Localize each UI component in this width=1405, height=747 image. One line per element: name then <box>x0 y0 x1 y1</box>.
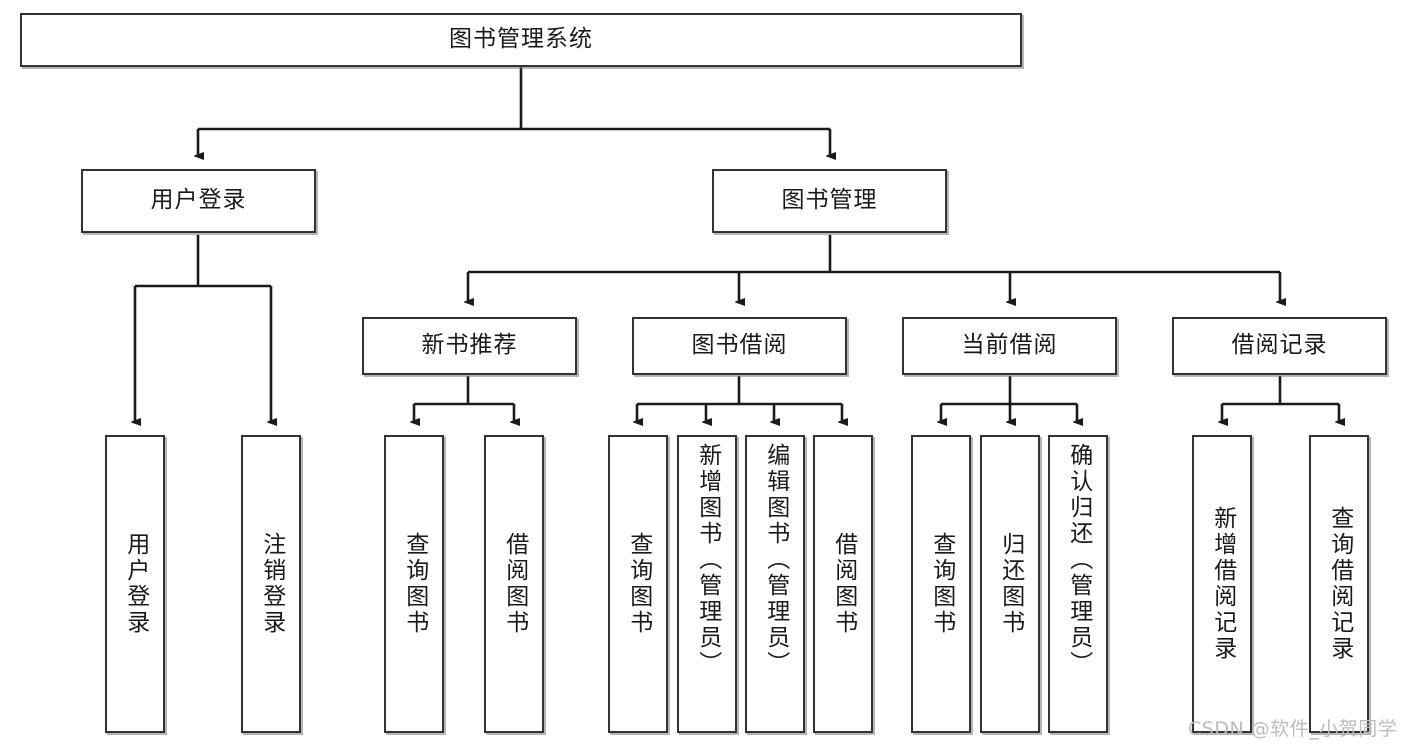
node-leaf-query-book-borrow[interactable]: 查询图书 <box>608 435 668 733</box>
node-leaf-borrow-book-recommend[interactable]: 借阅图书 <box>484 435 544 733</box>
node-label: 图书借阅 <box>691 332 788 359</box>
node-label: 用户登录 <box>122 532 149 636</box>
node-label: 确认归还（管理员） <box>1065 443 1092 677</box>
node-borrow-record[interactable]: 借阅记录 <box>1172 317 1387 375</box>
node-user-login[interactable]: 用户登录 <box>81 169 316 233</box>
node-leaf-query-book-recommend[interactable]: 查询图书 <box>384 435 444 733</box>
node-label: 查询图书 <box>401 532 428 636</box>
node-label: 查询借阅记录 <box>1326 506 1353 662</box>
node-new-book-recommend[interactable]: 新书推荐 <box>362 317 577 375</box>
node-leaf-add-borrow-record[interactable]: 新增借阅记录 <box>1192 435 1252 733</box>
node-label: 查询图书 <box>625 532 652 636</box>
node-label: 新书推荐 <box>421 332 518 359</box>
node-leaf-return-book[interactable]: 归还图书 <box>980 435 1040 733</box>
node-leaf-logout[interactable]: 注销登录 <box>241 435 301 733</box>
node-leaf-query-book-current[interactable]: 查询图书 <box>911 435 971 733</box>
node-leaf-user-login[interactable]: 用户登录 <box>105 435 165 733</box>
node-label: 新增图书（管理员） <box>694 443 721 677</box>
node-book-management[interactable]: 图书管理 <box>712 169 947 233</box>
node-label: 借阅图书 <box>501 532 528 636</box>
node-book-borrow[interactable]: 图书借阅 <box>632 317 847 375</box>
node-leaf-edit-book-admin[interactable]: 编辑图书（管理员） <box>745 435 805 733</box>
node-label: 注销登录 <box>258 532 285 636</box>
node-label: 归还图书 <box>997 532 1024 636</box>
node-label: 当前借阅 <box>961 332 1058 359</box>
node-label: 用户登录 <box>150 187 247 214</box>
node-label: 查询图书 <box>928 532 955 636</box>
node-label: 编辑图书（管理员） <box>762 443 789 677</box>
node-current-borrow[interactable]: 当前借阅 <box>902 317 1117 375</box>
node-label: 借阅记录 <box>1231 332 1328 359</box>
node-label: 图书管理系统 <box>449 26 593 53</box>
node-leaf-confirm-return-admin[interactable]: 确认归还（管理员） <box>1048 435 1108 733</box>
node-leaf-borrow-book[interactable]: 借阅图书 <box>813 435 873 733</box>
csdn-watermark: CSDN @软件_小贺同学 <box>1188 718 1398 740</box>
node-label: 借阅图书 <box>830 532 857 636</box>
node-label: 图书管理 <box>781 187 878 214</box>
node-leaf-add-book-admin[interactable]: 新增图书（管理员） <box>677 435 737 733</box>
node-leaf-query-borrow-record[interactable]: 查询借阅记录 <box>1309 435 1369 733</box>
node-root-system[interactable]: 图书管理系统 <box>20 13 1022 67</box>
node-label: 新增借阅记录 <box>1209 506 1236 662</box>
